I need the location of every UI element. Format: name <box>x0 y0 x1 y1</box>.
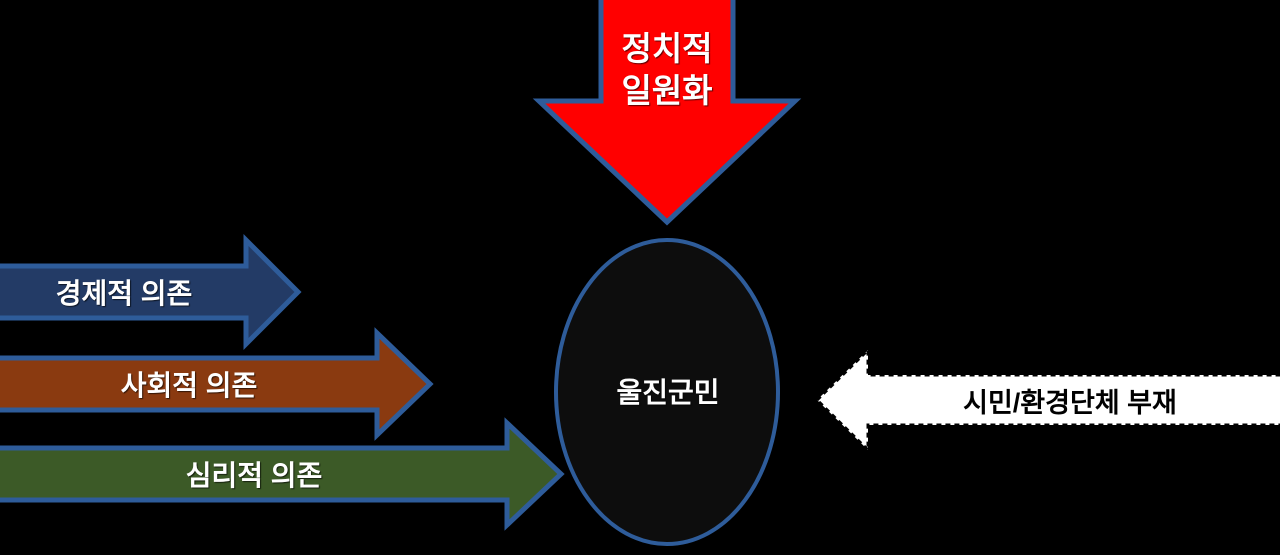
arrow-political-shape[interactable] <box>532 0 802 226</box>
arrow-civic-absence-shape[interactable] <box>814 346 1280 454</box>
arrow-social-shape[interactable] <box>0 327 434 441</box>
ellipse-center-shape[interactable] <box>554 238 780 546</box>
arrow-economic-shape[interactable] <box>0 233 302 351</box>
arrow-psychological-shape[interactable] <box>0 417 565 531</box>
